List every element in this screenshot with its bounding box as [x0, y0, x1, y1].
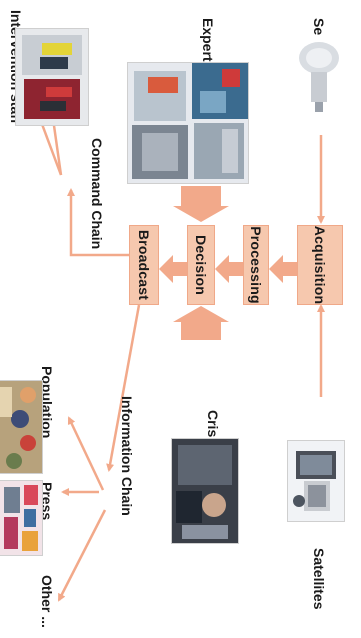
satellites-label: Satellites	[311, 548, 327, 610]
population-image	[0, 380, 43, 474]
decision-box: Decision	[187, 225, 215, 305]
acquisition-box: Acquisition	[297, 225, 343, 305]
arrow-acquisition-processing	[269, 255, 297, 283]
broadcast-box: Broadcast	[129, 225, 159, 305]
arrow-processing-decision	[215, 255, 243, 283]
crisis-staff-image	[171, 438, 239, 544]
other-label: Other ...	[39, 575, 55, 628]
satellites-image	[287, 440, 345, 522]
command-chain-label: Command Chain	[89, 138, 105, 250]
processing-box: Processing	[243, 225, 269, 305]
arrow-broadcast-information	[106, 304, 141, 472]
experts-image	[127, 62, 249, 184]
sensors-image	[293, 36, 345, 116]
arrow-info-other	[57, 509, 107, 602]
press-image	[0, 480, 43, 556]
arrow-crisis-decision	[173, 306, 229, 340]
intervention-staff-image	[15, 28, 89, 126]
arrow-broadcast-command	[67, 188, 129, 257]
arrow-info-population	[67, 416, 105, 491]
arrow-decision-broadcast	[159, 255, 187, 283]
information-chain-label: Information Chain	[119, 396, 135, 516]
arrow-experts-decision	[173, 186, 229, 222]
